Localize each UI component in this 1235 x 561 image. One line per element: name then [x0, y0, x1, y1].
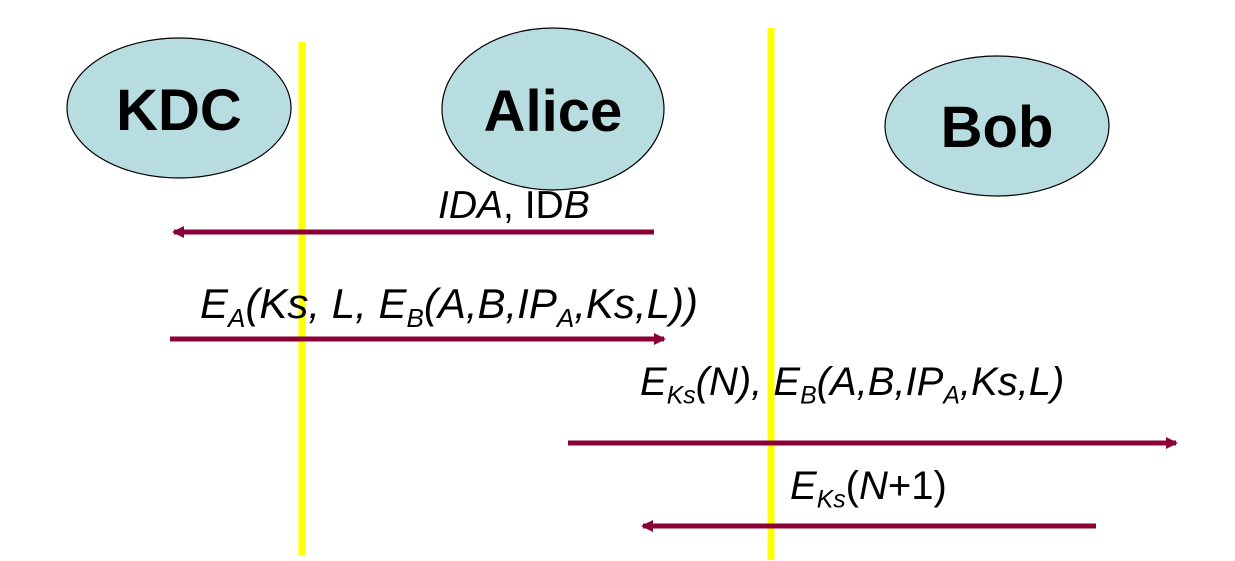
node-bob-ellipse: [884, 55, 1110, 197]
message-kdc-reply: EA(Ks, L, EB(A,B,IPA,Ks,L)): [200, 280, 698, 332]
node-alice-ellipse: [441, 27, 665, 191]
msg2-ip-sub: A: [556, 303, 575, 334]
node-kdc-label: KDC: [116, 78, 242, 143]
msg2-e2-sub: B: [406, 303, 424, 334]
msg2-e2: E: [378, 280, 407, 327]
msg4-e-sub: Ks: [816, 486, 846, 514]
msg1-id-b-prefix: ID: [524, 184, 564, 227]
msg3-e-sub: Ks: [666, 382, 696, 410]
msg3-tail: ,Ks,L): [959, 360, 1065, 404]
msg4-plus: +1): [887, 464, 947, 508]
message-alice-to-bob: EKs(N), EB(A,B,IPA,Ks,L): [640, 360, 1065, 409]
msg4-e: E: [790, 464, 817, 508]
message-id-request: IDA, IDB: [438, 186, 590, 225]
msg1-id-a: IDA: [438, 184, 504, 227]
msg2-e: E: [200, 280, 229, 327]
msg3-e2-sub: B: [800, 382, 817, 410]
msg3-e: E: [640, 360, 667, 404]
message-bob-to-alice: EKs(N+1): [790, 464, 947, 513]
msg3-e2: E: [773, 360, 801, 404]
node-kdc: KDC: [66, 37, 292, 179]
node-kdc-ellipse: [66, 37, 292, 179]
msg4-n: N: [858, 464, 888, 508]
msg2-mid2: (A,B,IP: [423, 280, 557, 327]
msg3-mid: (A,B,IP: [816, 360, 944, 404]
msg2-e-sub: A: [228, 303, 246, 334]
node-alice-label: Alice: [484, 79, 623, 144]
msg2-mid1: (Ks, L,: [245, 280, 379, 327]
node-alice: Alice: [441, 27, 665, 191]
msg1-id-b-suffix: B: [563, 184, 590, 227]
msg4-open: (: [845, 464, 859, 508]
msg3-nonce: (N),: [695, 360, 774, 404]
msg2-tail: ,Ks,L)): [574, 280, 698, 327]
node-bob: Bob: [884, 55, 1110, 197]
msg3-ip-sub: A: [943, 382, 960, 410]
msg1-sep: ,: [503, 184, 525, 227]
node-bob-label: Bob: [941, 95, 1054, 160]
